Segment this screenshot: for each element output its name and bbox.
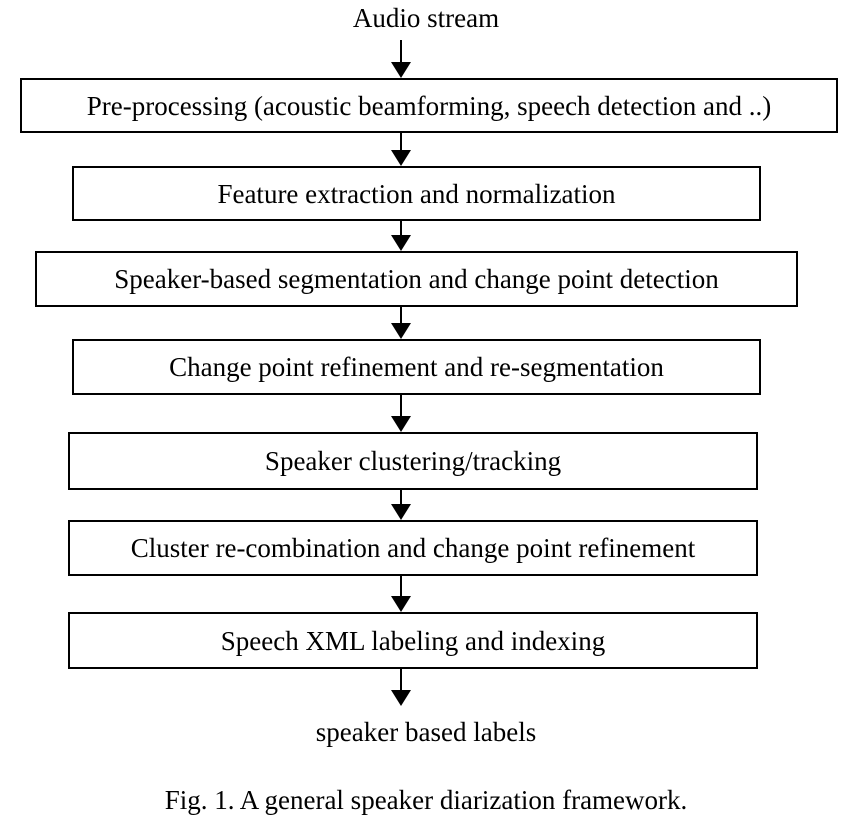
step-change-point-refinement-label: Change point refinement and re-segmentat…	[169, 352, 664, 382]
arrow-step-3-to-4	[391, 307, 411, 339]
step-preprocessing-label: Pre-processing (acoustic beamforming, sp…	[86, 90, 772, 121]
step-feature-extraction-label: Feature extraction and normalization	[217, 178, 616, 209]
arrow-step-1-to-2	[391, 133, 411, 166]
step-segmentation-label: Speaker-based segmentation and change po…	[114, 264, 719, 294]
input-label: Audio stream	[352, 3, 500, 33]
step-segmentation: Speaker-based segmentation and change po…	[35, 251, 798, 307]
arrow-step-2-to-3	[391, 221, 411, 251]
arrow-step-4-to-5	[391, 395, 411, 432]
step-xml-labeling-label: Speech XML labeling and indexing	[220, 625, 606, 656]
arrow-step-6-to-7	[391, 576, 411, 612]
arrow-step-7-to-output	[391, 669, 411, 706]
step-preprocessing: Pre-processing (acoustic beamforming, sp…	[20, 78, 838, 133]
step-cluster-recombination-label: Cluster re-combination and change point …	[130, 533, 696, 563]
step-cluster-recombination: Cluster re-combination and change point …	[68, 520, 758, 576]
arrow-step-5-to-6	[391, 490, 411, 520]
step-xml-labeling: Speech XML labeling and indexing	[68, 612, 758, 669]
arrow-input-to-step-1	[391, 40, 411, 78]
step-feature-extraction: Feature extraction and normalization	[72, 166, 761, 221]
step-speaker-clustering: Speaker clustering/tracking	[68, 432, 758, 490]
step-speaker-clustering-label: Speaker clustering/tracking	[264, 446, 562, 476]
step-change-point-refinement: Change point refinement and re-segmentat…	[72, 339, 761, 395]
output-label: speaker based labels	[315, 717, 537, 747]
figure-caption: Fig. 1. A general speaker diarization fr…	[164, 785, 688, 815]
